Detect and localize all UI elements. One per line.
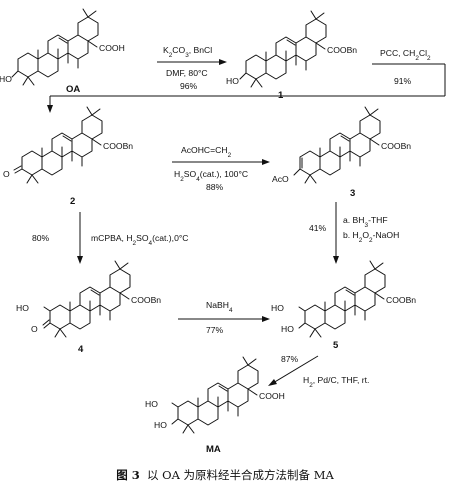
c4-oxo-label: O bbox=[31, 324, 38, 334]
c1-ester-label: COOBn bbox=[327, 45, 357, 55]
c4-ester-label: COOBn bbox=[131, 295, 161, 305]
step3-reagent-below: H2SO4(cat.), 100°C bbox=[174, 169, 248, 183]
step5-reagent-b: b. H2O2-NaOH bbox=[343, 230, 399, 244]
svg-text:PCC, CH2Cl2: PCC, CH2Cl2 bbox=[380, 48, 431, 62]
compound-oa: HO COOH OA bbox=[0, 8, 125, 95]
step4-yield: 80% bbox=[32, 233, 50, 243]
ma-hydroxyl-2-label: HO bbox=[145, 399, 158, 409]
c4-id: 4 bbox=[78, 344, 84, 355]
c5-ester-label: COOBn bbox=[386, 295, 416, 305]
svg-text:a. BH3-THF: a. BH3-THF bbox=[343, 215, 388, 229]
compound-2: O COOBn 2 bbox=[3, 106, 133, 207]
svg-text:77%: 77% bbox=[206, 325, 224, 335]
ma-id: MA bbox=[206, 444, 221, 455]
step2-yield: 91% bbox=[394, 76, 412, 86]
reaction-arrow-5-to-ma: 87% H2, Pd/C, THF, rt. bbox=[268, 354, 369, 389]
c5-hydroxyl-2-label: HO bbox=[271, 303, 284, 313]
c3-ester-label: COOBn bbox=[381, 141, 411, 151]
compound-ma: HO HO COOH MA bbox=[145, 356, 285, 455]
compound-5: HO HO COOBn 5 bbox=[271, 260, 416, 351]
svg-text:H2SO4(cat.), 100°C: H2SO4(cat.), 100°C bbox=[174, 169, 248, 183]
reaction-arrow-2-to-4: mCPBA, H2SO4(cat.),0°C 80% bbox=[32, 212, 189, 264]
svg-text:96%: 96% bbox=[180, 81, 198, 91]
compound-4: HO O COOBn 4 bbox=[16, 260, 161, 355]
step6-yield: 77% bbox=[206, 325, 224, 335]
ma-hydroxyl-3-label: HO bbox=[154, 420, 167, 430]
svg-text:H2, Pd/C, THF, rt.: H2, Pd/C, THF, rt. bbox=[303, 375, 369, 389]
ma-acid-label: COOH bbox=[259, 391, 285, 401]
reaction-arrow-2-to-3: AcOHC=CH2 H2SO4(cat.), 100°C 88% bbox=[172, 145, 270, 192]
figure-number: 图 3 bbox=[116, 468, 140, 482]
svg-text:AcOHC=CH2: AcOHC=CH2 bbox=[181, 145, 232, 159]
compound-3: AcO COOBn 3 bbox=[272, 106, 411, 199]
step5-yield: 41% bbox=[309, 223, 327, 233]
step1-reagent-below: DMF, 80°C bbox=[166, 68, 208, 78]
oa-id: OA bbox=[66, 84, 80, 95]
c2-ester-label: COOBn bbox=[103, 141, 133, 151]
svg-text:mCPBA, H2SO4(cat.),0°C: mCPBA, H2SO4(cat.),0°C bbox=[91, 233, 189, 247]
step3-reagent-above: AcOHC=CH2 bbox=[181, 145, 232, 159]
reaction-arrow-1-to-2: PCC, CH2Cl2 91% bbox=[47, 48, 446, 113]
step1-reagent-above: K2CO3, BnCl bbox=[163, 45, 212, 59]
svg-text:DMF, 80°C: DMF, 80°C bbox=[166, 68, 208, 78]
svg-text:41%: 41% bbox=[309, 223, 327, 233]
oa-acid-label: COOH bbox=[99, 43, 125, 53]
svg-text:88%: 88% bbox=[206, 182, 224, 192]
oa-hydroxyl-label: HO bbox=[0, 74, 12, 84]
c2-id: 2 bbox=[70, 196, 75, 207]
step3-yield: 88% bbox=[206, 182, 224, 192]
step7-yield: 87% bbox=[281, 354, 299, 364]
reaction-arrow-3-to-5: a. BH3-THF b. H2O2-NaOH 41% bbox=[309, 202, 399, 264]
caption-text: 以 OA 为原料经半合成方法制备 MA bbox=[147, 468, 334, 482]
step4-reagent: mCPBA, H2SO4(cat.),0°C bbox=[91, 233, 189, 247]
c3-id: 3 bbox=[350, 188, 355, 199]
step2-reagent: PCC, CH2Cl2 bbox=[380, 48, 431, 62]
step7-reagent: H2, Pd/C, THF, rt. bbox=[303, 375, 369, 389]
step1-yield: 96% bbox=[180, 81, 198, 91]
svg-text:NaBH4: NaBH4 bbox=[206, 300, 233, 314]
reaction-arrow-4-to-5: NaBH4 77% bbox=[178, 300, 270, 335]
c1-hydroxyl-label: HO bbox=[226, 76, 239, 86]
step6-reagent: NaBH4 bbox=[206, 300, 233, 314]
c5-id: 5 bbox=[333, 340, 339, 351]
c5-hydroxyl-3-label: HO bbox=[281, 324, 294, 334]
svg-text:b. H2O2-NaOH: b. H2O2-NaOH bbox=[343, 230, 399, 244]
svg-text:K2CO3, BnCl: K2CO3, BnCl bbox=[163, 45, 212, 59]
step5-reagent-a: a. BH3-THF bbox=[343, 215, 388, 229]
compound-1: HO COOBn 1 bbox=[226, 10, 357, 101]
svg-text:80%: 80% bbox=[32, 233, 50, 243]
figure-caption: 图 3 以 OA 为原料经半合成方法制备 MA bbox=[0, 467, 450, 483]
c4-hydroxyl-label: HO bbox=[16, 303, 29, 313]
svg-text:87%: 87% bbox=[281, 354, 299, 364]
svg-text:91%: 91% bbox=[394, 76, 412, 86]
reaction-arrow-oa-to-1: K2CO3, BnCl DMF, 80°C 96% bbox=[157, 45, 227, 91]
c3-acetate-label: AcO bbox=[272, 174, 289, 184]
c2-oxo-label: O bbox=[3, 169, 10, 179]
